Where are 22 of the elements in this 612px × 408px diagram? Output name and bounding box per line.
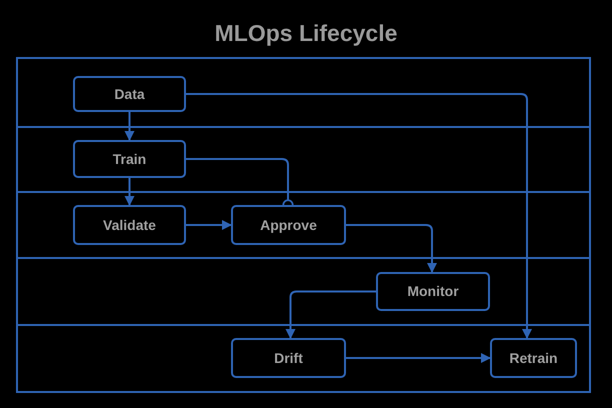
arrow (186, 93, 532, 339)
arrow (286, 290, 376, 339)
box-label: Validate (103, 216, 156, 234)
process-box (490, 338, 577, 378)
process-box (73, 76, 186, 112)
arrow (346, 353, 491, 363)
arrow (346, 224, 437, 273)
box-label: Approve (260, 216, 317, 235)
process-box (231, 338, 346, 378)
process-box (73, 140, 186, 178)
process-box (73, 205, 186, 245)
box-label: Data (114, 84, 145, 104)
process-box (231, 205, 346, 245)
diagram-title: MLOps Lifecycle (214, 19, 398, 48)
process-box (376, 272, 490, 311)
box-label: Drift (274, 348, 303, 368)
box-label: Monitor (407, 282, 459, 301)
arrow (186, 220, 232, 230)
arrow (124, 178, 134, 206)
box-label: Train (112, 150, 146, 168)
box-label: Retrain (509, 348, 558, 368)
arrow (124, 112, 134, 141)
